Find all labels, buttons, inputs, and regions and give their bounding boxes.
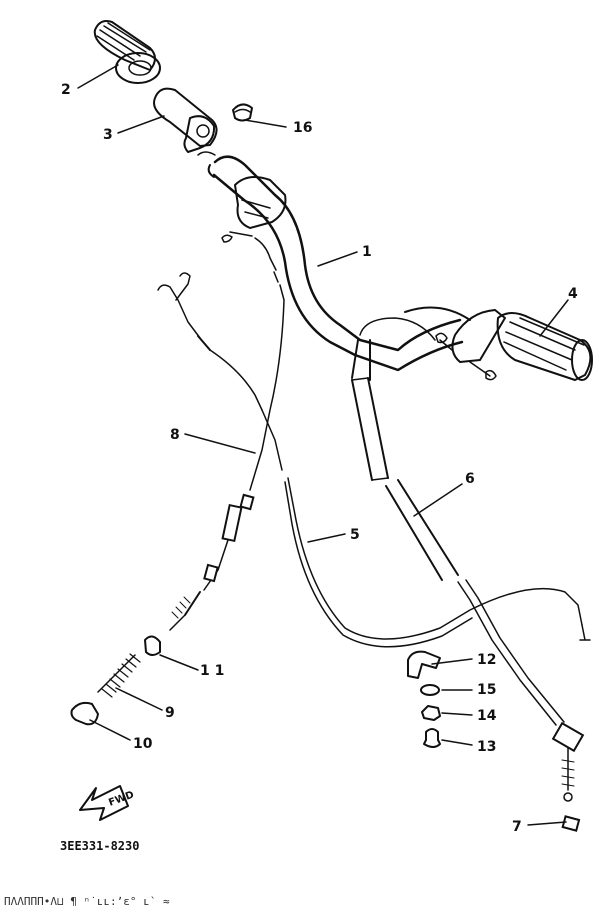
leader-lines xyxy=(77,64,569,826)
part-10-cap xyxy=(70,701,99,726)
callout-16: 16 xyxy=(293,120,312,136)
callout-15: 15 xyxy=(477,682,496,698)
part-1-handlebar xyxy=(197,151,464,372)
callout-13: 13 xyxy=(477,739,496,755)
callout-1: 1 xyxy=(362,244,372,260)
part-14-nut xyxy=(421,705,441,721)
part-8-cable xyxy=(157,271,285,631)
fwd-label: FWD xyxy=(107,790,135,809)
callout-3: 3 xyxy=(103,127,113,143)
callout-numbers: 2 3 16 1 4 8 6 5 1 1 12 15 9 14 10 13 7 xyxy=(61,82,578,835)
callout-11: 1 1 xyxy=(200,663,224,679)
part-16-cap xyxy=(232,103,253,122)
part-6-cable xyxy=(351,317,585,802)
footer-text: ΠΛΛΠΠΠ•Λ⊔ ¶ ⁿ˙ʟʟ:ʼɛ° ʟ` ≈ xyxy=(4,895,170,908)
callout-6: 6 xyxy=(465,471,475,487)
part-4-grip-right xyxy=(404,306,593,381)
callout-8: 8 xyxy=(170,427,180,443)
part-7-cable-end xyxy=(561,815,581,832)
callout-14: 14 xyxy=(477,708,497,724)
part-12-clamp xyxy=(407,650,441,679)
part-3-throttle-grip xyxy=(153,87,218,153)
part-11-adjuster xyxy=(144,635,161,656)
part-2-grip xyxy=(93,20,161,84)
callout-5: 5 xyxy=(350,527,360,543)
drawing-code: 3EE331-8230 xyxy=(60,839,139,853)
part-13-bolt xyxy=(423,728,441,748)
part-5-cable xyxy=(261,409,591,648)
callout-7: 7 xyxy=(512,819,522,835)
callout-12: 12 xyxy=(477,652,496,668)
callout-2: 2 xyxy=(61,82,71,98)
callout-4: 4 xyxy=(568,286,578,302)
fwd-arrow-icon: FWD xyxy=(79,785,136,821)
part-15-washer xyxy=(420,684,440,696)
callout-9: 9 xyxy=(165,705,175,721)
part-9-spring xyxy=(97,653,141,698)
callout-10: 10 xyxy=(133,736,153,752)
